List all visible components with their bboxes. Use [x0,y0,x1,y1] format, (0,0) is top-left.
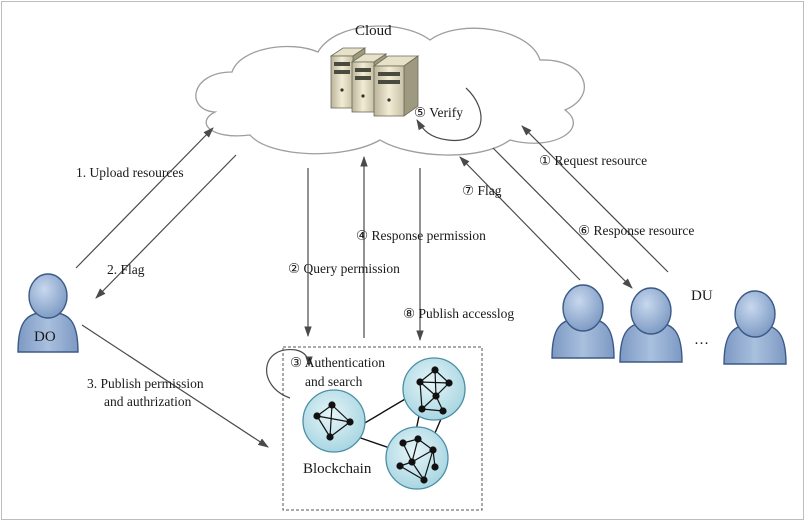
cloud-label: Cloud [355,23,392,39]
request-resource-arrow [521,125,669,273]
auth-label: ③ Authentication [290,355,385,370]
flag-to-cloud-label: ⑦ Flag [462,183,502,198]
query-permission-label: ② Query permission [288,261,400,276]
server-icon [329,47,420,117]
publish-permission-arrow [81,324,269,448]
du-person-icon-1 [551,284,615,359]
auth-label-2: and search [305,374,363,389]
flag-to-do-label: 2. Flag [107,262,145,277]
upload-resources-arrow [75,127,214,269]
du-person-icon-2 [619,287,683,363]
response-permission-label: ④ Response permission [356,228,486,243]
publish-permission-label: 3. Publish permission [87,376,204,391]
flag-to-do-arrow [95,154,237,299]
verify-loop-arrow [416,87,482,142]
response-resource-label: ⑥ Response resource [578,223,694,238]
request-resource-label: ① Request resource [539,153,647,168]
upload-resources-label: 1. Upload resources [76,165,184,180]
du-ellipsis: … [694,332,709,348]
do-person-icon [17,273,79,353]
auth-loop-arrow [266,349,313,399]
response-resource-arrow [492,147,633,289]
verify-label: ⑤ Verify [414,105,463,120]
publish-accesslog-label: ⑧ Publish accesslog [403,306,514,321]
publish-permission-label-2: and authrization [104,394,192,409]
blockchain-network-icon [302,357,466,490]
blockchain-box [282,346,483,511]
do-label: DO [34,329,56,345]
flag-to-cloud-arrow [459,156,581,281]
blockchain-label: Blockchain [303,461,372,477]
du-person-icon-3 [723,290,787,365]
du-label: DU [691,288,713,304]
